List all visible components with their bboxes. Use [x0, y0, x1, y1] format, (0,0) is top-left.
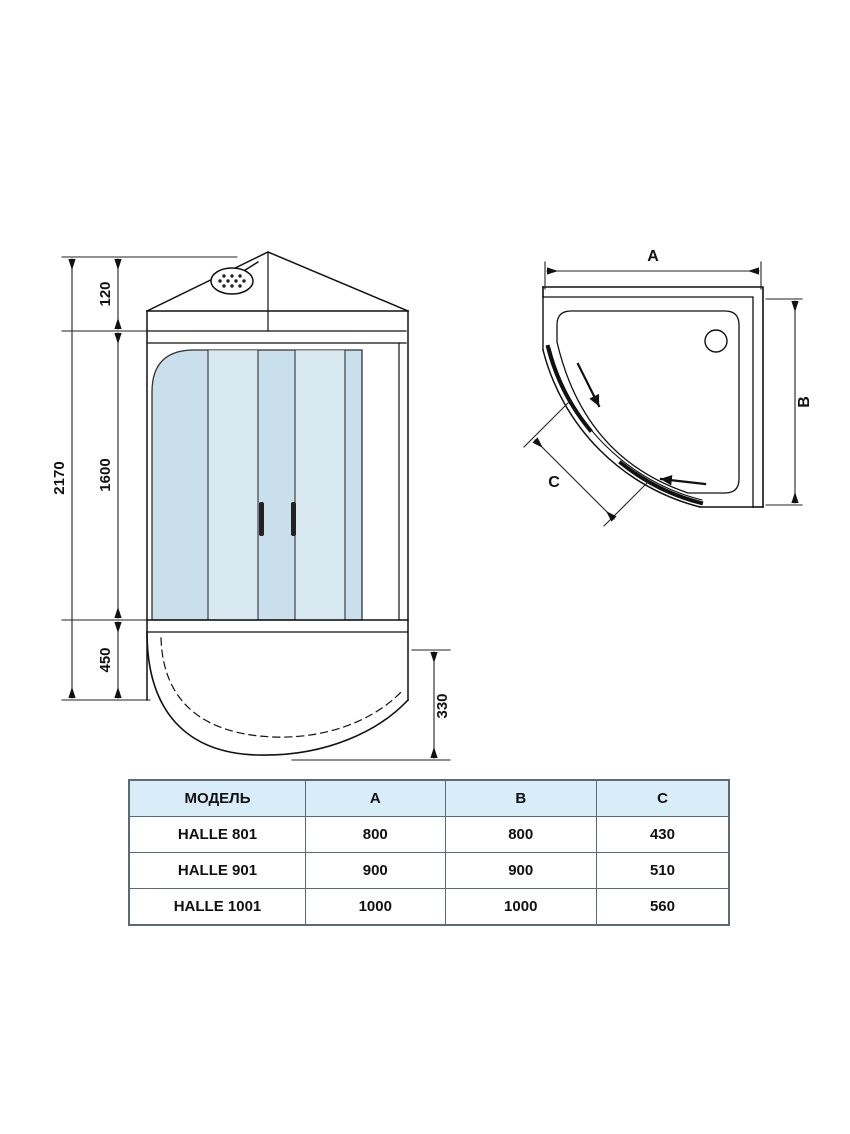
door-left-glass [208, 350, 258, 620]
dim-label-330: 330 [434, 693, 451, 718]
shower-tray-front [146, 619, 410, 756]
front-extension-lines [61, 256, 451, 761]
cabin-roof [145, 251, 409, 313]
header-a: A [305, 779, 446, 817]
front-view: 2170 120 1600 450 330 [51, 251, 451, 761]
technical-drawing: 2170 120 1600 450 330 [51, 248, 813, 761]
dim-label-1600: 1600 [97, 458, 114, 491]
cell-b: 1000 [444, 888, 597, 926]
cell-c: 510 [595, 852, 730, 889]
cell-a: 800 [305, 816, 446, 853]
front-dimension-lines [68, 258, 438, 759]
tray-inner-rim [556, 310, 740, 494]
table-row-halle-801: HALLE 801 800 800 430 [128, 816, 730, 853]
dim-label-a: A [647, 248, 659, 265]
glass-mullions [207, 349, 346, 621]
header-model: МОДЕЛЬ [128, 779, 306, 817]
dim-label-120: 120 [97, 281, 114, 306]
dim-label-c: C [548, 474, 560, 491]
header-b: B [444, 779, 597, 817]
plan-walls [542, 286, 764, 508]
table-row-halle-1001: HALLE 1001 1000 1000 560 [128, 888, 730, 926]
dim-label-b: B [796, 396, 813, 408]
tray-apron [146, 631, 410, 756]
tray-rim-hidden [160, 637, 404, 738]
door-arc-bottom [618, 460, 704, 506]
dim-b [765, 298, 803, 506]
model-dimensions-table: МОДЕЛЬ A B C HALLE 801 800 800 430 HALLE… [128, 779, 730, 926]
drain-circle [704, 329, 728, 353]
cell-a: 900 [305, 852, 446, 889]
cell-c: 560 [595, 888, 730, 926]
dim-a [544, 261, 762, 290]
glass-front [151, 349, 363, 621]
dim-label-450: 450 [97, 647, 114, 672]
header-c: C [595, 779, 730, 817]
cell-b: 800 [444, 816, 597, 853]
cell-model: HALLE 1001 [128, 888, 306, 926]
door-motion-arrow-left [576, 362, 601, 408]
cell-b: 900 [444, 852, 597, 889]
dim-label-2170: 2170 [51, 461, 68, 494]
shower-head [210, 261, 259, 295]
cell-c: 430 [595, 816, 730, 853]
table-row-halle-901: HALLE 901 900 900 510 [128, 852, 730, 889]
door-handle-right [291, 502, 296, 536]
cell-a: 1000 [305, 888, 446, 926]
table-header-row: МОДЕЛЬ A B C [128, 779, 730, 817]
spec-table-wrap: МОДЕЛЬ A B C HALLE 801 800 800 430 HALLE… [128, 779, 730, 926]
cell-model: HALLE 801 [128, 816, 306, 853]
plan-tray [542, 296, 754, 508]
top-view: A B C [523, 248, 813, 527]
plan-doors [545, 344, 707, 506]
dim-c [523, 400, 650, 527]
door-handle-left [259, 502, 264, 536]
shower-head-nozzles [218, 274, 246, 288]
cell-model: HALLE 901 [128, 852, 306, 889]
door-motion-arrow-bottom [659, 474, 707, 486]
door-arc-left [545, 344, 593, 433]
door-right-glass [295, 350, 345, 620]
